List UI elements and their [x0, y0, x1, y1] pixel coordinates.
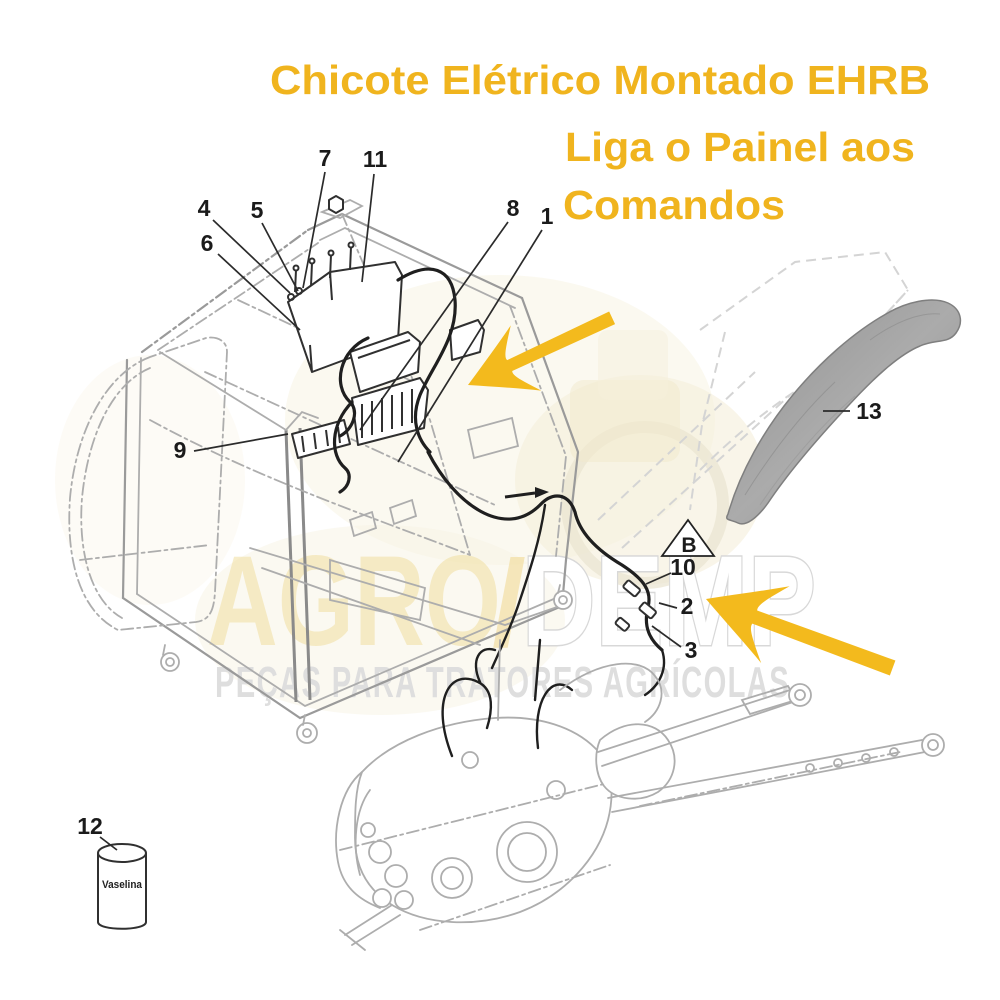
grease-can-label: Vaselina — [102, 879, 143, 891]
watermark: AGRO / DEMP PEÇAS PARA TRATORES AGRÍCOLA… — [207, 529, 818, 708]
diagram-title: Chicote Elétrico Montado EHRB Liga o Pai… — [270, 57, 930, 228]
callout-9: 9 — [174, 437, 187, 463]
watermark-tagline: PEÇAS PARA TRATORES AGRÍCOLAS — [215, 657, 790, 707]
rear-transmission — [335, 639, 798, 931]
callout-leader-lines — [99, 171, 850, 851]
callout-12: 12 — [77, 813, 103, 839]
title-line-3: Comandos — [563, 182, 785, 228]
fender-strip-part13 — [726, 299, 962, 525]
title-line-1: Chicote Elétrico Montado EHRB — [270, 57, 930, 103]
callout-numbers: 1 2 3 4 5 6 7 8 9 10 11 12 13 — [77, 145, 882, 839]
highlight-arrow-lower-icon — [706, 586, 896, 676]
watermark-word-agro: AGRO — [207, 530, 501, 673]
callout-10: 10 — [670, 554, 696, 580]
b-symbol-triangle: B — [660, 518, 716, 557]
callout-7: 7 — [319, 145, 332, 171]
grease-can: Vaselina — [97, 843, 147, 930]
highlight-arrows — [468, 311, 896, 676]
callout-8: 8 — [507, 195, 520, 221]
callout-11: 11 — [363, 146, 388, 172]
callout-6: 6 — [201, 230, 214, 256]
callout-1: 1 — [541, 203, 554, 229]
callout-13: 13 — [856, 398, 882, 424]
title-line-2: Liga o Painel aos — [565, 124, 915, 170]
door-frame — [68, 336, 228, 631]
b-symbol-label: B — [681, 534, 696, 557]
callout-4: 4 — [198, 195, 211, 221]
callout-2: 2 — [681, 593, 694, 619]
lift-arms — [339, 683, 945, 951]
watermark-slash: / — [492, 535, 526, 671]
callout-3: 3 — [685, 637, 698, 663]
highlight-arrow-upper-icon — [468, 311, 616, 391]
cab-frame — [121, 199, 580, 744]
callout-5: 5 — [251, 197, 264, 223]
